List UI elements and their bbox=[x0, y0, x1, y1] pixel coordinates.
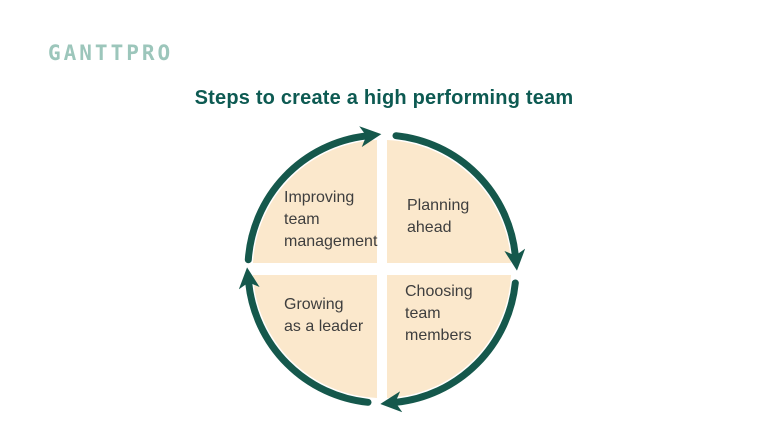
step-label-growing-as-a-leader: Growing as a leader bbox=[284, 296, 364, 335]
quadrant-bottom-right bbox=[387, 275, 511, 398]
step-label-planning-ahead: Planning ahead bbox=[407, 197, 470, 236]
cycle-arrow-left bbox=[238, 267, 372, 406]
quadrant-top-left bbox=[253, 140, 377, 263]
page-title: Steps to create a high performing team bbox=[194, 87, 574, 109]
cycle-arrow-right bbox=[392, 132, 526, 271]
cycle-arrow-bottom bbox=[380, 279, 519, 413]
quadrant-top-right bbox=[387, 140, 511, 263]
quadrant-bottom-left bbox=[253, 275, 377, 398]
ganttpro-logo: GANTTPRO bbox=[48, 41, 174, 65]
step-label-improving-team-management: Improving team management bbox=[284, 189, 378, 250]
cycle-arrow-top bbox=[244, 126, 382, 264]
step-label-choosing-team-members: Choosing team members bbox=[405, 283, 473, 344]
